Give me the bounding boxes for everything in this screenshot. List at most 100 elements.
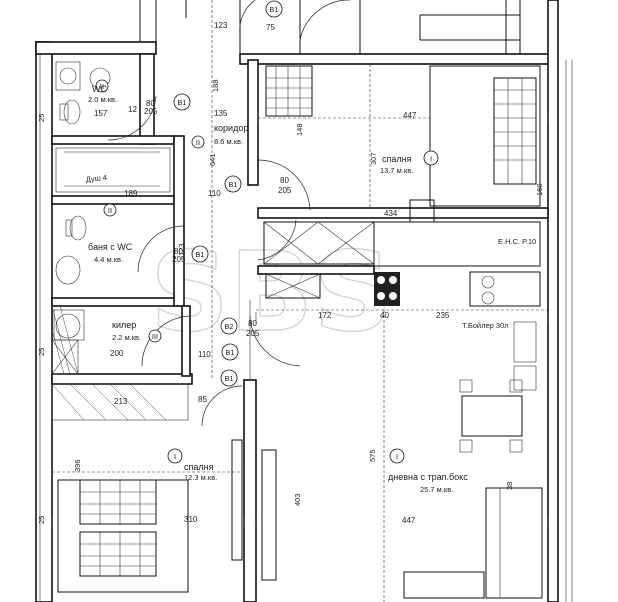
dim-188: 188 xyxy=(211,79,220,92)
dim-403: 403 xyxy=(293,493,302,506)
room-number-bedroom2: I xyxy=(167,448,183,464)
dim-157: 157 xyxy=(94,109,108,118)
label-corridor-name: коридор xyxy=(214,123,248,133)
wc-basin xyxy=(55,61,81,91)
dim-307: 307 xyxy=(369,152,378,165)
label-wc-name: WC xyxy=(92,84,107,94)
svg-text:B1: B1 xyxy=(195,250,204,259)
label-bedroom1-area: 13.7 м.кв. xyxy=(380,166,413,175)
door-bedroom1[interactable] xyxy=(257,159,311,211)
dim-205-a: 205 xyxy=(144,107,158,116)
svg-text:B1: B1 xyxy=(225,348,234,357)
dim-148: 148 xyxy=(295,123,304,136)
dim-80-d: 80 xyxy=(248,319,257,328)
dim-75: 75 xyxy=(266,23,275,32)
dining-table xyxy=(461,395,523,437)
svg-text:B1: B1 xyxy=(224,374,233,383)
wall-storage-bottom xyxy=(51,373,193,385)
dim-213: 213 xyxy=(114,397,128,406)
bed1-b xyxy=(429,65,541,207)
door-bedroom2[interactable] xyxy=(201,385,243,427)
stove xyxy=(374,272,400,306)
bed2 xyxy=(57,479,189,593)
label-bedroom1-name: спалня xyxy=(382,154,412,164)
dim-123-b: 123 xyxy=(177,243,186,256)
label-storage-area: 2.2 м.кв. xyxy=(112,333,141,342)
dim-235: 235 xyxy=(436,311,450,320)
wall-storage-right xyxy=(181,305,191,377)
note-boiler: Т.Бойлер 30л xyxy=(462,321,509,330)
svg-text:II: II xyxy=(108,206,112,215)
label-storage-name: килер xyxy=(112,320,136,330)
room-number-storage: III xyxy=(148,329,162,343)
toilet-bath xyxy=(69,215,87,241)
dim-25-b: 25 xyxy=(37,348,46,356)
wall-top xyxy=(239,53,557,65)
door-tag-b1-storage: B1 xyxy=(221,343,239,361)
dim-110-b: 110 xyxy=(198,350,211,359)
dim-25-c: 25 xyxy=(37,516,46,524)
dim-434: 434 xyxy=(384,209,398,218)
svg-text:B1: B1 xyxy=(177,98,186,107)
wall-bedroom2-living xyxy=(243,379,257,602)
dim-310: 310 xyxy=(184,515,198,524)
svg-text:B1: B1 xyxy=(269,5,278,14)
wall-bedroom1-bottom xyxy=(257,207,549,219)
label-living-area: 25.7 м.кв. xyxy=(420,485,453,494)
wardrobe2 xyxy=(231,439,243,561)
svg-text:B1: B1 xyxy=(228,180,237,189)
svg-text:II: II xyxy=(196,138,200,147)
dim-110-a: 110 xyxy=(208,189,221,198)
dim-172: 172 xyxy=(318,311,332,320)
door-tag-b1-top: B1 xyxy=(265,0,283,18)
door-living[interactable] xyxy=(249,315,301,367)
dim-205-d: 205 xyxy=(246,329,260,338)
bed1-a xyxy=(265,65,313,117)
label-bedroom2-area: 12.3 м.кв. xyxy=(184,473,217,482)
dim-189: 189 xyxy=(124,189,138,198)
door-tag-b2-living: B2 xyxy=(220,317,238,335)
door-tag-b1-bedroom1: B1 xyxy=(224,175,242,193)
room-number-wc: II xyxy=(95,79,109,93)
dim-575: 575 xyxy=(368,449,377,462)
dim-396: 396 xyxy=(73,459,82,472)
dim-205-b: 205 xyxy=(278,186,292,195)
door-wc[interactable] xyxy=(107,95,157,141)
dim-447-bottom: 447 xyxy=(402,516,416,525)
dim-447-top: 447 xyxy=(403,111,417,120)
dim-12: 12 xyxy=(128,105,137,114)
room-number-living: I xyxy=(389,448,405,464)
wall-shower-bath xyxy=(51,195,175,205)
toilet-wc xyxy=(63,99,81,125)
dim-80-c: 80 xyxy=(174,247,183,256)
dim-135: 135 xyxy=(214,109,228,118)
dim-40: 40 xyxy=(380,311,389,320)
sofa xyxy=(485,487,543,599)
dim-200: 200 xyxy=(110,349,124,358)
wall-right xyxy=(547,0,559,602)
kitchen-counter xyxy=(373,221,541,267)
door-tag-b1-wc: B1 xyxy=(173,93,191,111)
svg-text:I: I xyxy=(430,154,432,163)
dim-205-c: 205 xyxy=(172,255,186,264)
svg-text:II: II xyxy=(100,82,104,91)
note-height: Е.Н.С. Р.10 xyxy=(498,237,536,246)
dim-38: 38 xyxy=(505,482,514,490)
wall-bath-right xyxy=(173,135,185,307)
wall-kitchen xyxy=(257,265,375,275)
door-bath[interactable] xyxy=(137,225,185,273)
label-bedroom2-name: спалня xyxy=(184,462,214,472)
washer xyxy=(55,313,81,339)
label-bath-name: баня с WC xyxy=(88,242,133,252)
fridge xyxy=(265,273,321,299)
svg-text:I: I xyxy=(174,452,176,461)
label-living-name: дневна с трап.бокс xyxy=(388,472,468,482)
bath-sink xyxy=(55,255,81,285)
tv-unit xyxy=(261,449,277,581)
dim-160: 160 xyxy=(535,183,544,196)
dim-80-a: 80 xyxy=(146,99,155,108)
room-number-bath: II xyxy=(103,203,117,217)
note-shower: Душ 4 xyxy=(85,173,107,184)
label-wc-area: 2.0 м.кв. xyxy=(88,95,117,104)
